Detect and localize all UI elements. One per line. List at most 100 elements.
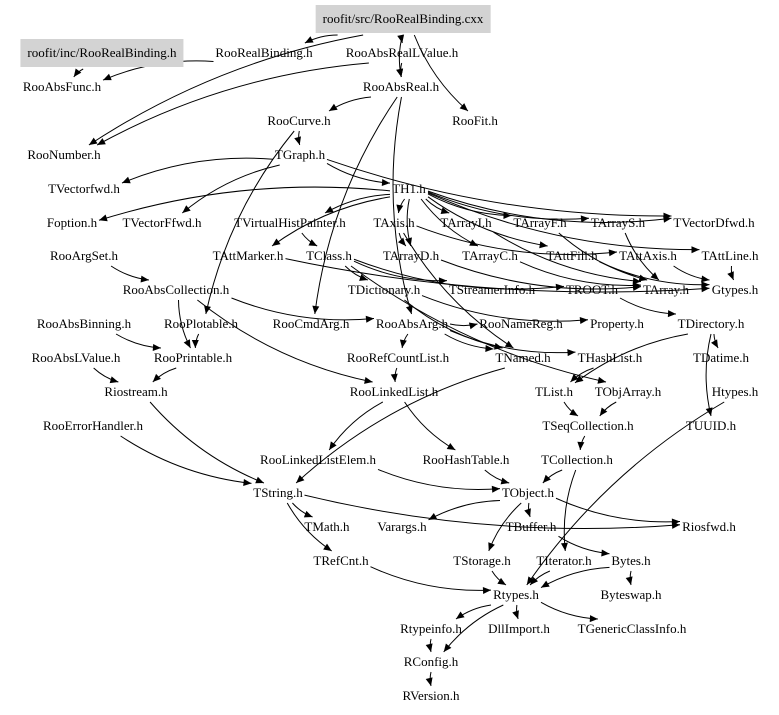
node-tattline[interactable]: TAttLine.h bbox=[701, 248, 759, 263]
node-thashlist[interactable]: THashList.h bbox=[577, 350, 643, 365]
node-roolinkedlistelem[interactable]: RooLinkedListElem.h bbox=[260, 452, 376, 467]
node-foption[interactable]: Foption.h bbox=[46, 215, 98, 230]
arrowhead-RConfig-to-RVersion bbox=[425, 677, 433, 686]
arrowhead-TAttMarker-to-Gtypes bbox=[701, 285, 710, 293]
node-roorefcountlist[interactable]: RooRefCountList.h bbox=[346, 350, 450, 365]
node-tobjarray[interactable]: TObjArray.h bbox=[594, 384, 662, 399]
node-varargs[interactable]: Varargs.h bbox=[377, 519, 427, 534]
node-roolinkedlist[interactable]: RooLinkedList.h bbox=[349, 384, 439, 399]
arrowhead-Rtypes-to-TGenericClassInfo bbox=[589, 615, 598, 623]
node-rtypeinfo[interactable]: Rtypeinfo.h bbox=[400, 621, 462, 636]
node-tvectorfwd[interactable]: TVectorfwd.h bbox=[48, 181, 120, 196]
node-src-file[interactable]: roofit/src/RooRealBinding.cxx bbox=[315, 5, 491, 33]
node-tbuffer[interactable]: TBuffer.h bbox=[505, 519, 557, 534]
node-trefcnt[interactable]: TRefCnt.h bbox=[313, 553, 369, 568]
node-tdatime[interactable]: TDatime.h bbox=[693, 350, 749, 365]
arrowhead-RooErrorHandler-to-TString bbox=[243, 479, 252, 486]
node-rooabsbinning[interactable]: RooAbsBinning.h bbox=[36, 316, 132, 331]
node-dllimport[interactable]: DllImport.h bbox=[488, 621, 550, 636]
arrowhead-TClass-to-TROOT bbox=[555, 283, 564, 291]
node-tdictionary[interactable]: TDictionary.h bbox=[347, 282, 421, 297]
arrowhead-TArrayF-to-TArray bbox=[638, 274, 648, 282]
node-tstring[interactable]: TString.h bbox=[253, 485, 303, 500]
node-rooplotable[interactable]: RooPlotable.h bbox=[163, 316, 239, 331]
node-tgraph[interactable]: TGraph.h bbox=[274, 147, 326, 162]
arrowhead-RooAbsReal-to-RooCurve bbox=[329, 103, 338, 111]
edge-TGraph-to-TVectorFfwd bbox=[181, 164, 280, 214]
node-tattfill[interactable]: TAttFill.h bbox=[546, 248, 598, 263]
node-rtypes[interactable]: Rtypes.h bbox=[493, 587, 539, 602]
node-tseqcollection[interactable]: TSeqCollection.h bbox=[542, 418, 634, 433]
node-tcollection[interactable]: TCollection.h bbox=[541, 452, 613, 467]
node-titerator[interactable]: TIterator.h bbox=[536, 553, 592, 568]
node-rooabslvalue[interactable]: RooAbsLValue.h bbox=[31, 350, 121, 365]
node-tvirtualhistpainter[interactable]: TVirtualHistPainter.h bbox=[234, 215, 346, 230]
node-troot[interactable]: TROOT.h bbox=[565, 282, 619, 297]
arrowhead-TH1-to-TAttLine bbox=[691, 246, 700, 254]
node-tgenericclassinfo[interactable]: TGenericClassInfo.h bbox=[577, 621, 687, 636]
node-riostream[interactable]: Riostream.h bbox=[104, 384, 168, 399]
node-roohashtable[interactable]: RooHashTable.h bbox=[422, 452, 510, 467]
node-roonumber[interactable]: RooNumber.h bbox=[27, 147, 101, 162]
node-rooabsreal[interactable]: RooAbsReal.h bbox=[362, 79, 440, 94]
arrowhead-Rtypes-to-DllImport bbox=[512, 610, 519, 619]
edge-TString-to-Riosfwd bbox=[304, 494, 681, 530]
node-byteswap[interactable]: Byteswap.h bbox=[600, 587, 662, 602]
node-rooabscollection[interactable]: RooAbsCollection.h bbox=[122, 282, 230, 297]
arrowhead-RooAbsArg-to-TNamed bbox=[485, 344, 494, 352]
node-rooerrorhandler[interactable]: RooErrorHandler.h bbox=[42, 418, 144, 433]
node-rooreal-binding[interactable]: RooRealBinding.h bbox=[215, 45, 313, 60]
node-tarrayi[interactable]: TArrayI.h bbox=[440, 215, 492, 230]
arrowhead-TSeqCollection-to-TCollection bbox=[577, 441, 585, 450]
arrowhead-TH1-to-TVirtualHistPainter bbox=[325, 206, 334, 213]
node-tarrayd[interactable]: TArrayD.h bbox=[382, 248, 440, 263]
node-bytes[interactable]: Bytes.h bbox=[611, 553, 651, 568]
node-tarray[interactable]: TArray.h bbox=[642, 282, 690, 297]
node-tmath[interactable]: TMath.h bbox=[304, 519, 350, 534]
node-tattmarker[interactable]: TAttMarker.h bbox=[212, 248, 284, 263]
node-rooabsfunc[interactable]: RooAbsFunc.h bbox=[22, 79, 102, 94]
node-rversion[interactable]: RVersion.h bbox=[402, 688, 460, 703]
node-tarrays[interactable]: TArrayS.h bbox=[590, 215, 646, 230]
arrowhead-RooLinkedListElem-to-TObject bbox=[491, 485, 500, 493]
arrowhead-RooAbsCollection-to-RooPrintable bbox=[183, 339, 191, 348]
node-inc-file[interactable]: roofit/inc/RooRealBinding.h bbox=[20, 39, 184, 67]
node-tstorage[interactable]: TStorage.h bbox=[453, 553, 511, 568]
node-tstreamerinfo[interactable]: TStreamerInfo.h bbox=[448, 282, 536, 297]
node-th1[interactable]: TH1.h bbox=[392, 181, 426, 196]
node-htypes[interactable]: Htypes.h bbox=[711, 384, 759, 399]
arrowhead-TObject-to-TStorage bbox=[488, 542, 495, 551]
arrowhead-TStorage-to-Rtypes bbox=[497, 577, 506, 585]
node-rooabsreallvalue[interactable]: RooAbsRealLValue.h bbox=[345, 45, 459, 60]
node-tvectorffwd[interactable]: TVectorFfwd.h bbox=[122, 215, 202, 230]
arrowhead-src-to-RooRealBinding bbox=[304, 36, 314, 43]
node-tlist[interactable]: TList.h bbox=[535, 384, 573, 399]
node-rooprintable[interactable]: RooPrintable.h bbox=[153, 350, 233, 365]
node-roocurve[interactable]: RooCurve.h bbox=[267, 113, 331, 128]
node-tuuid[interactable]: TUUID.h bbox=[685, 418, 737, 433]
node-rooargset[interactable]: RooArgSet.h bbox=[49, 248, 119, 263]
node-tobject[interactable]: TObject.h bbox=[501, 485, 555, 500]
node-tnamed[interactable]: TNamed.h bbox=[495, 350, 551, 365]
node-tarrayc[interactable]: TArrayC.h bbox=[462, 248, 518, 263]
node-tclass[interactable]: TClass.h bbox=[306, 248, 352, 263]
node-rconfig[interactable]: RConfig.h bbox=[403, 654, 459, 669]
arrowhead-TROOT-to-TDirectory bbox=[667, 310, 676, 318]
node-roofit[interactable]: RooFit.h bbox=[452, 113, 498, 128]
edge-TH1-to-TVectorDfwd bbox=[427, 190, 672, 223]
node-tarrayf[interactable]: TArrayF.h bbox=[513, 215, 567, 230]
node-property[interactable]: Property.h bbox=[590, 316, 644, 331]
node-rooabsarg[interactable]: RooAbsArg.h bbox=[375, 316, 449, 331]
node-tdirectory[interactable]: TDirectory.h bbox=[677, 316, 745, 331]
node-tattaxis[interactable]: TAttAxis.h bbox=[619, 248, 677, 263]
edge-RooCurve-to-RooPlotable bbox=[205, 130, 295, 315]
node-roocmdarg[interactable]: RooCmdArg.h bbox=[272, 316, 350, 331]
node-gtypes[interactable]: Gtypes.h bbox=[711, 282, 759, 297]
node-riosfwd[interactable]: Riosfwd.h bbox=[682, 519, 736, 534]
node-roonamereg[interactable]: RooNameReg.h bbox=[479, 316, 563, 331]
node-taxis[interactable]: TAxis.h bbox=[373, 215, 415, 230]
edge-RooAbsArg-to-THashList bbox=[449, 330, 576, 354]
node-tvectordfwd[interactable]: TVectorDfwd.h bbox=[673, 215, 755, 230]
edge-RooAbsCollection-to-RooLinkedList bbox=[197, 299, 373, 383]
arrowhead-TAttAxis-to-Gtypes bbox=[701, 275, 710, 283]
